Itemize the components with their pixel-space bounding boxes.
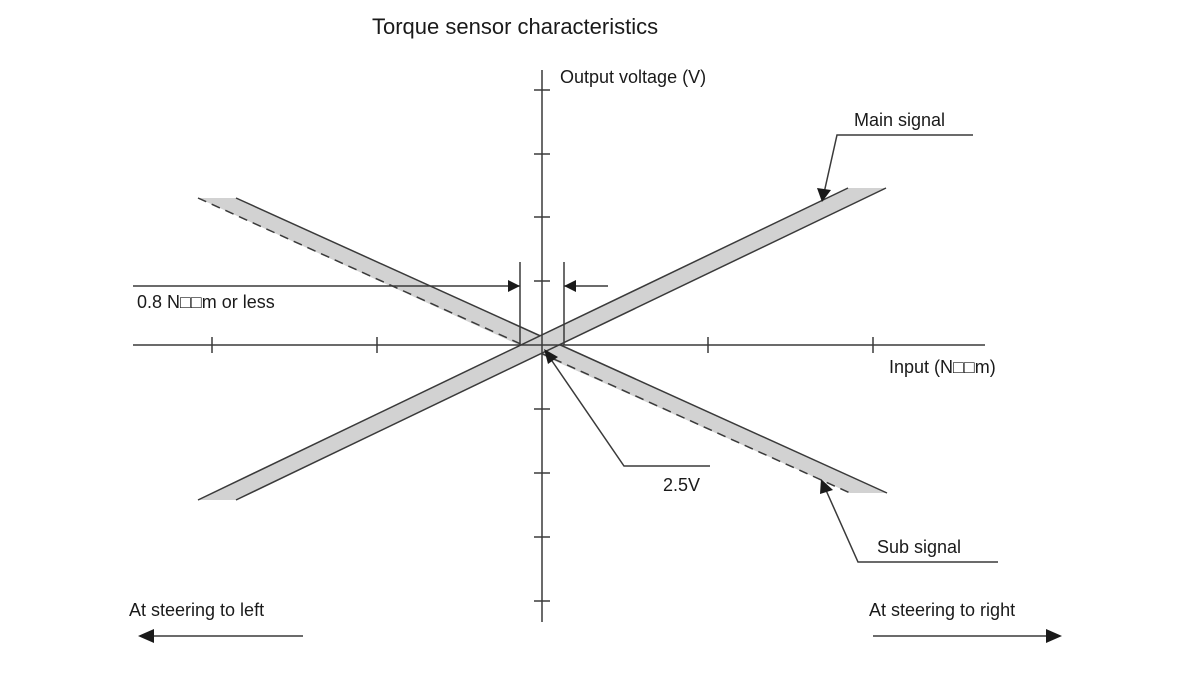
sub-signal-label: Sub signal (877, 537, 961, 557)
center-label: 2.5V (663, 475, 700, 495)
y-axis-label: Output voltage (V) (560, 67, 706, 87)
main-signal-upper-line (197, 187, 849, 501)
sub-signal-leader (824, 487, 998, 563)
threshold-label: 0.8 N□□m or less (137, 292, 275, 312)
threshold-arrowhead-right (508, 280, 520, 292)
x-axis-label: Input (N□□m) (889, 357, 996, 377)
arrow-right-icon (873, 629, 1062, 643)
diagram-title: Torque sensor characteristics (372, 14, 658, 39)
center-leader-arrowhead (544, 349, 558, 364)
main-signal-lower-line (235, 187, 887, 501)
arrow-left-icon (138, 629, 303, 643)
threshold-arrowhead-left (564, 280, 576, 292)
left-direction-label: At steering to left (129, 600, 264, 620)
sub-signal-leader-arrowhead (820, 479, 833, 494)
threshold-dimension (133, 262, 608, 345)
x-axis-ticks (211, 337, 874, 353)
main-signal-label: Main signal (854, 110, 945, 130)
main-signal-leader (823, 134, 973, 194)
main-signal-leader-arrowhead (817, 188, 831, 202)
y-axis-ticks (534, 89, 550, 602)
center-leader (549, 357, 710, 467)
right-direction-label: At steering to right (869, 600, 1015, 620)
